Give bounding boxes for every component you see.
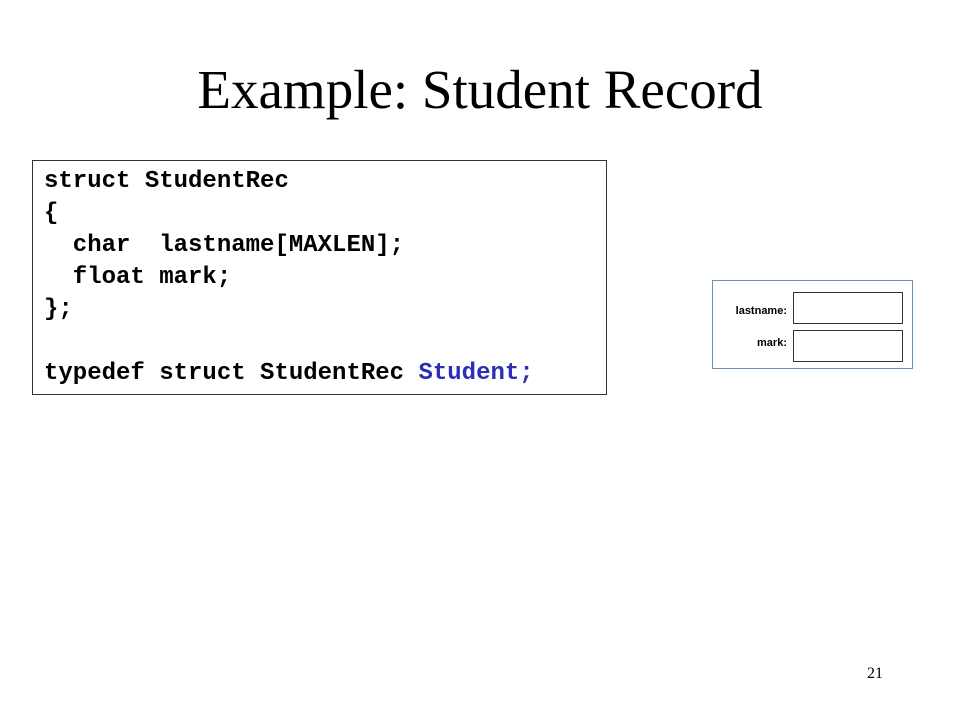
- code-line-struct: struct StudentRec: [44, 168, 289, 195]
- slide-title: Example: Student Record: [197, 59, 763, 120]
- typedef-prefix: typedef struct StudentRec: [44, 360, 419, 387]
- code-block: struct StudentRec { char lastname[MAXLEN…: [32, 160, 607, 395]
- lastname-field-label: lastname:: [735, 305, 787, 317]
- code-line-close-brace: };: [44, 296, 73, 323]
- code-line-mark: float mark;: [44, 264, 232, 291]
- mark-field-cell: [793, 330, 903, 362]
- code-line-open-brace: {: [44, 200, 59, 227]
- code-line-typedef: typedef struct StudentRec Student;: [44, 359, 534, 389]
- page-number: 21: [867, 665, 883, 682]
- code-line-lastname: char lastname[MAXLEN];: [44, 232, 405, 259]
- mark-field-label: mark:: [757, 337, 787, 349]
- lastname-field-cell: [793, 292, 903, 324]
- student-record-diagram: lastname: mark:: [712, 280, 913, 369]
- typedef-alias: Student;: [418, 360, 534, 387]
